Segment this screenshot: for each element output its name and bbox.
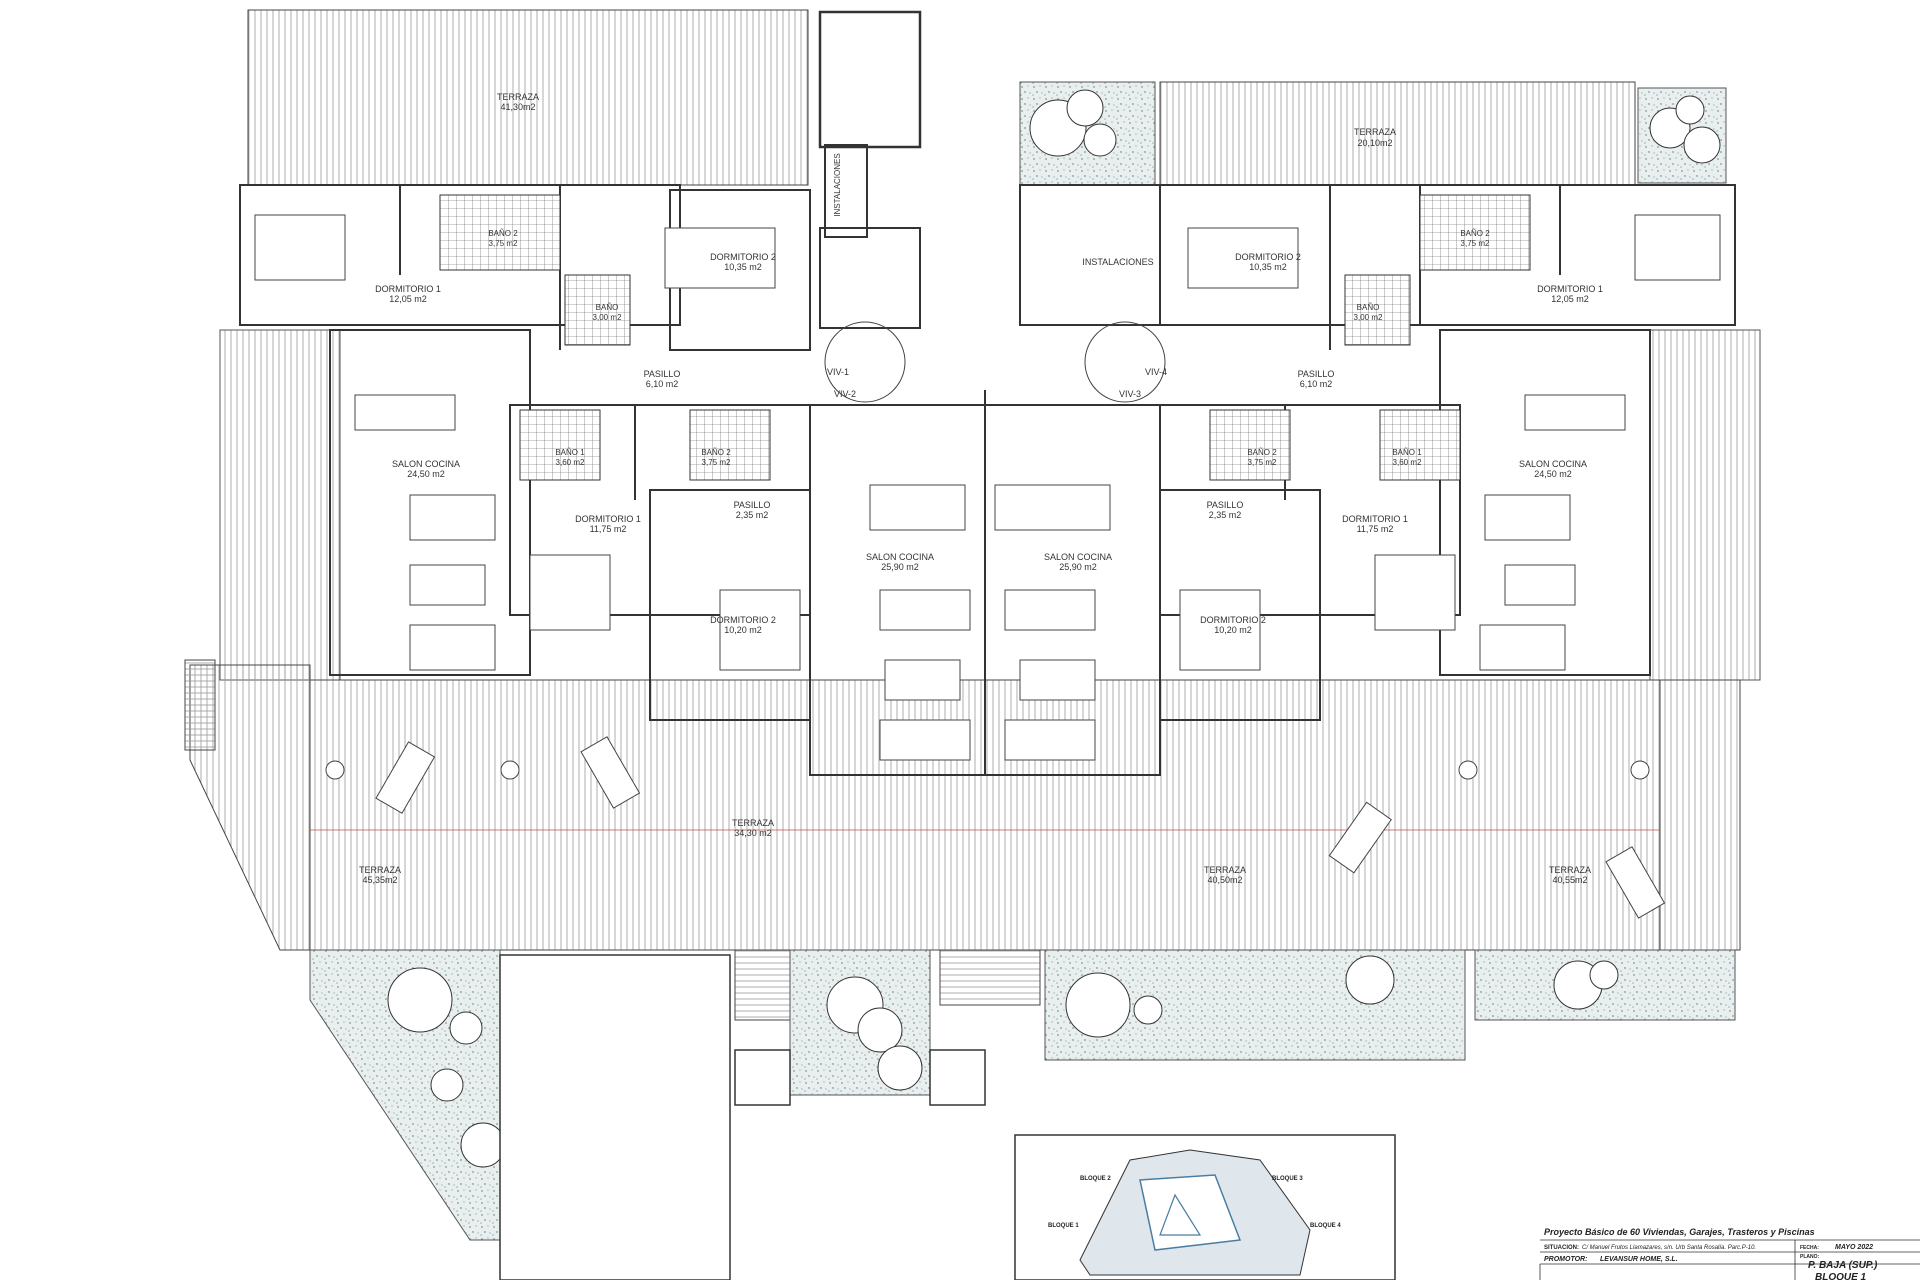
terraza-center-area: 34,30 m2 — [734, 828, 772, 838]
salon-cocina-l-name: SALON COCINA — [392, 459, 460, 469]
viv3-label: VIV-3 — [1119, 389, 1141, 399]
dormitorio1-tr-area: 12,05 m2 — [1551, 294, 1589, 304]
situacion-label: SITUACION: — [1544, 1245, 1579, 1251]
bano-tr-area: 3,00 m2 — [1354, 313, 1383, 322]
pasillo-mr-area: 2,35 m2 — [1209, 510, 1242, 520]
viv4-label: VIV-4 — [1145, 367, 1167, 377]
pasillo-ml-name: PASILLO — [734, 500, 771, 510]
dormitorio1-mr-area: 11,75 m2 — [1357, 524, 1394, 534]
dormitorio2-tr-name: DORMITORIO 2 — [1235, 252, 1301, 262]
situacion-value: C/ Manuel Frutos Llamazares, s/n. Urb Sa… — [1582, 1245, 1756, 1251]
salon-cocina-cl-name: SALON COCINA — [866, 552, 934, 562]
planting-areas — [309, 81, 1736, 1241]
pasillo-tl-area: 6,10 m2 — [646, 379, 679, 389]
dormitorio2-tr-area: 10,35 m2 — [1249, 262, 1287, 272]
bano2-tr-name: BAÑO 2 — [1460, 229, 1490, 238]
bano2-mr-area: 3,75 m2 — [1248, 458, 1277, 467]
salon-cocina-cr-name: SALON COCINA — [1044, 552, 1112, 562]
terraza-right-name: TERRAZA — [1549, 865, 1591, 875]
terraza-center-name: TERRAZA — [732, 818, 774, 828]
bano2-mr-name: BAÑO 2 — [1247, 448, 1277, 457]
promotor-value: LEVANSUR HOME, S.L. — [1600, 1256, 1678, 1263]
dormitorio2-ml-area: 10,20 m2 — [724, 625, 762, 635]
promotor-label: PROMOTOR: — [1544, 1256, 1587, 1263]
unit-door-swings — [824, 321, 1166, 403]
dormitorio1-mr-name: DORMITORIO 1 — [1342, 514, 1408, 524]
pasillo-mr-name: PASILLO — [1207, 500, 1244, 510]
plano-value: P. BAJA (SUP.) — [1808, 1260, 1878, 1271]
terraza-right-center-name: TERRAZA — [1204, 865, 1246, 875]
pasillo-tr-name: PASILLO — [1298, 369, 1335, 379]
keyplan-bloque2: BLOQUE 2 — [1080, 1176, 1111, 1182]
dormitorio2-tl-name: DORMITORIO 2 — [710, 252, 776, 262]
pasillo-tr-area: 6,10 m2 — [1300, 379, 1333, 389]
dormitorio2-mr-name: DORMITORIO 2 — [1200, 615, 1266, 625]
dormitorio1-tl-area: 12,05 m2 — [389, 294, 427, 304]
title-block: Proyecto Básico de 60 Viviendas, Garajes… — [1539, 1227, 1920, 1280]
bano2-tl-area: 3,75 m2 — [489, 239, 518, 248]
dormitorio2-mr-area: 10,20 m2 — [1214, 625, 1252, 635]
bano2-ml-name: BAÑO 2 — [701, 448, 731, 457]
furniture — [254, 214, 1721, 919]
dormitorio2-tl-area: 10,35 m2 — [724, 262, 762, 272]
terraza-top-right-area: 20,10m2 — [1357, 138, 1392, 148]
instalaciones-left: INSTALACIONES — [833, 153, 842, 216]
keyplan-bloque4: BLOQUE 4 — [1310, 1223, 1341, 1229]
keyplan-bloque3: BLOQUE 3 — [1272, 1176, 1303, 1182]
instalaciones-right: INSTALACIONES — [1082, 257, 1153, 267]
terraza-top-right-name: TERRAZA — [1354, 127, 1396, 137]
salon-cocina-cr-area: 25,90 m2 — [1059, 562, 1097, 572]
bano2-tr-area: 3,75 m2 — [1461, 239, 1490, 248]
key-plan: BLOQUE 2 BLOQUE 3 BLOQUE 1 BLOQUE 4 — [1014, 1134, 1396, 1280]
dormitorio1-tl-name: DORMITORIO 1 — [375, 284, 441, 294]
terraza-right-area: 40,55m2 — [1552, 875, 1587, 885]
dormitorio1-tr-name: DORMITORIO 1 — [1537, 284, 1603, 294]
bano1-ml-area: 3,60 m2 — [556, 458, 585, 467]
bano-tl-area: 3,00 m2 — [593, 313, 622, 322]
pasillo-ml-area: 2,35 m2 — [736, 510, 769, 520]
terrace-hatching — [184, 9, 1761, 1021]
terraza-top-left-area: 41,30m2 — [500, 102, 535, 112]
terraza-left-area: 45,35m2 — [362, 875, 397, 885]
fecha-label: FECHA: — [1800, 1245, 1819, 1251]
salon-cocina-r-name: SALON COCINA — [1519, 459, 1587, 469]
bano2-tl-name: BAÑO 2 — [488, 229, 518, 238]
dormitorio1-ml-area: 11,75 m2 — [590, 524, 627, 534]
keyplan-bloque1: BLOQUE 1 — [1048, 1223, 1079, 1229]
terraza-left-name: TERRAZA — [359, 865, 401, 875]
bano-tr-name: BAÑO — [1357, 303, 1380, 312]
dormitorio1-ml-name: DORMITORIO 1 — [575, 514, 641, 524]
salon-cocina-l-area: 24,50 m2 — [407, 469, 445, 479]
bano1-mr-area: 3,60 m2 — [1393, 458, 1422, 467]
bano2-ml-area: 3,75 m2 — [702, 458, 731, 467]
dormitorio2-ml-name: DORMITORIO 2 — [710, 615, 776, 625]
salon-cocina-r-area: 24,50 m2 — [1534, 469, 1572, 479]
viv2-label: VIV-2 — [834, 389, 856, 399]
bloque-value: BLOQUE 1 — [1815, 1272, 1867, 1280]
salon-cocina-cl-area: 25,90 m2 — [881, 562, 919, 572]
terraza-right-center-area: 40,50m2 — [1207, 875, 1242, 885]
fecha-value: MAYO 2022 — [1835, 1244, 1873, 1251]
project-title: Proyecto Básico de 60 Viviendas, Garajes… — [1544, 1227, 1815, 1237]
terraza-top-left-name: TERRAZA — [497, 92, 539, 102]
lower-voids — [499, 954, 986, 1280]
bano1-mr-name: BAÑO 1 — [1392, 448, 1422, 457]
plano-label: PLANO: — [1800, 1254, 1820, 1260]
pasillo-tl-name: PASILLO — [644, 369, 681, 379]
viv1-label: VIV-1 — [827, 367, 849, 377]
bathroom-tiles — [439, 194, 1531, 481]
room-labels: TERRAZA 41,30m2 TERRAZA 20,10m2 INSTALAC… — [359, 92, 1603, 885]
bano1-ml-name: BAÑO 1 — [555, 448, 585, 457]
bano-tl-name: BAÑO — [596, 303, 619, 312]
